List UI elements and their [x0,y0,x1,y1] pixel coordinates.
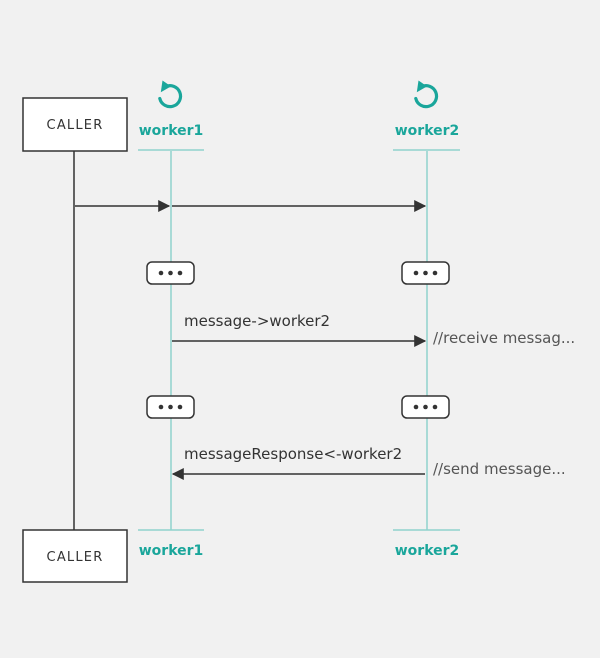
ellipsis-box [146,395,195,419]
worker2-top-label: worker2 [395,123,460,139]
message-label: messageResponse<-worker2 [184,445,402,463]
refresh-icon [158,80,183,109]
ellipsis-box [401,261,450,285]
worker1-top-label: worker1 [139,123,204,139]
ellipsis-box [146,261,195,285]
refresh-icon [414,80,439,109]
note-label: //send message... [433,460,566,478]
caller-bottom-box: CALLER [22,529,128,583]
note-label: //receive messag... [433,329,575,347]
message-label: message->worker2 [184,312,330,330]
worker1-bottom-label: worker1 [139,543,204,559]
worker2-bottom-label: worker2 [395,543,460,559]
caller-top-box: CALLER [22,97,128,152]
caller-top-label: CALLER [47,118,104,133]
ellipsis-box [401,395,450,419]
caller-bottom-label: CALLER [47,550,104,565]
